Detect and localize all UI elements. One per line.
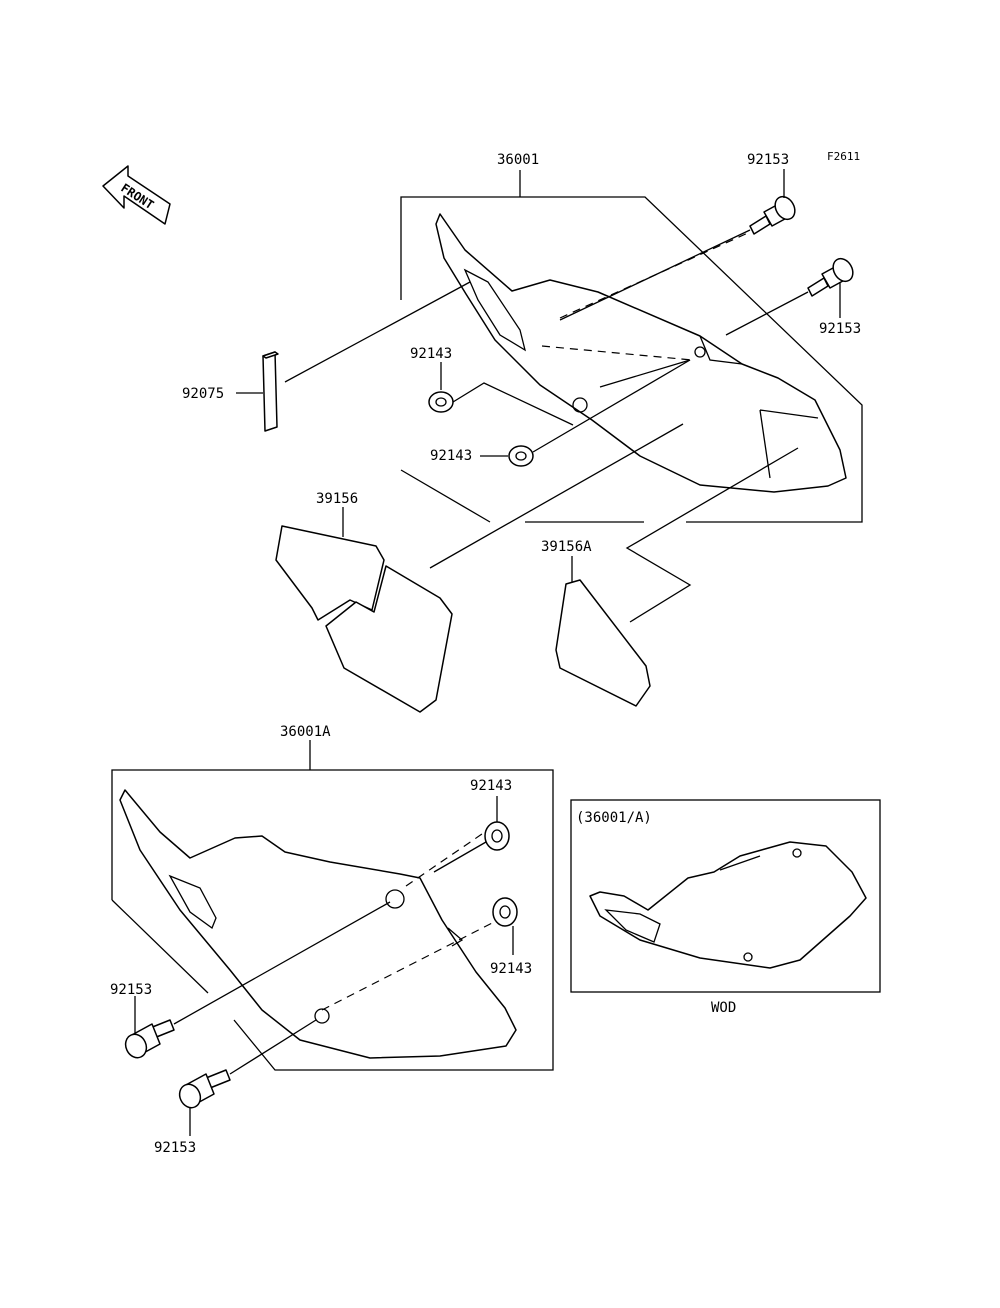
callout-92153-bottom-2: 92153 <box>154 1140 196 1156</box>
grommet-icon <box>492 897 518 927</box>
bolt-icon <box>124 1019 175 1059</box>
callout-bracket-36001A <box>111 769 554 1071</box>
grommet-icon <box>428 391 454 413</box>
side-cover-left <box>119 789 517 1059</box>
callout-39156A: 39156A <box>541 539 592 555</box>
callout-92143-top-1: 92143 <box>410 346 452 362</box>
decal-39156: 39156 <box>275 423 684 713</box>
inset-caption: WOD <box>711 1000 736 1016</box>
grommet-icon <box>484 821 510 851</box>
front-arrow-icon: FRONT <box>102 165 171 225</box>
callout-36001: 36001 <box>497 152 539 168</box>
callout-39156: 39156 <box>316 491 358 507</box>
bolt-icon <box>178 1069 231 1109</box>
bolt-icon <box>807 257 854 297</box>
side-cover-right <box>435 213 847 493</box>
pad-92075 <box>262 351 279 432</box>
callout-92153-top-1: 92153 <box>747 152 789 168</box>
callout-36001A: 36001A <box>280 724 331 740</box>
grommet-icon <box>508 445 534 467</box>
callout-92143-bottom-2: 92143 <box>490 961 532 977</box>
callout-bracket-36001 <box>400 196 863 523</box>
callout-92153-top-2: 92153 <box>819 321 861 337</box>
assembly-36001: 36001 92153 92153 <box>182 152 863 523</box>
figure-code: F2611 <box>827 150 860 163</box>
inset-title: (36001/A) <box>576 810 652 826</box>
inset-wod: (36001/A) WOD <box>570 799 881 1016</box>
callout-92143-top-2: 92143 <box>430 448 472 464</box>
decal-39156A: 39156A <box>541 447 799 707</box>
assembly-36001A: 36001A 92143 92143 92153 <box>110 724 554 1156</box>
callout-92153-bottom-1: 92153 <box>110 982 152 998</box>
callout-92143-bottom-1: 92143 <box>470 778 512 794</box>
callout-92075: 92075 <box>182 386 224 402</box>
inset-side-cover <box>589 841 867 969</box>
bolt-icon <box>749 195 796 235</box>
